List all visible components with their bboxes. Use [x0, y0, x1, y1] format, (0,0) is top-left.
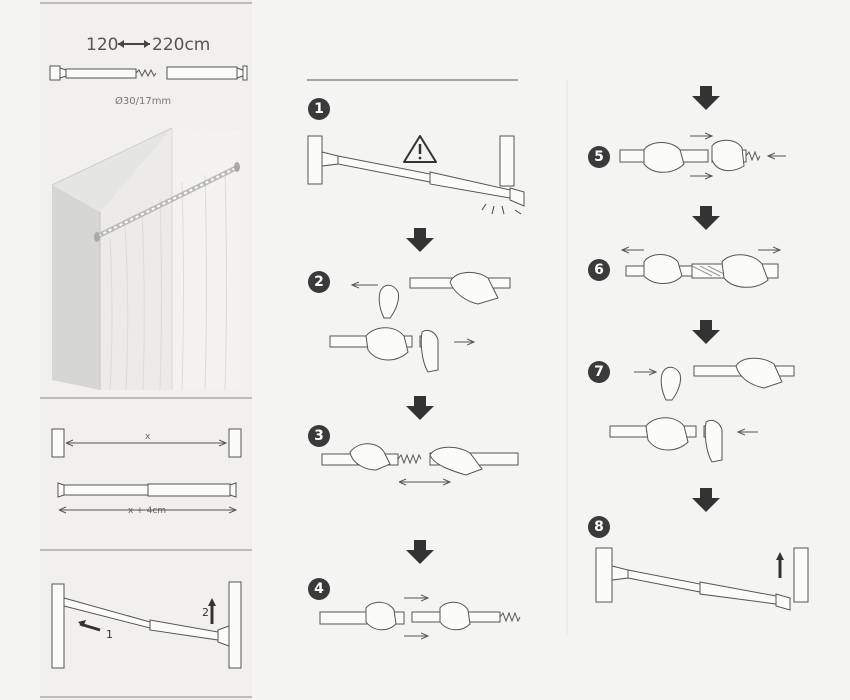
step5-diagram	[619, 136, 786, 176]
length-double-arrow	[118, 40, 150, 48]
hand-icon	[378, 284, 399, 319]
hand-icon	[721, 254, 769, 288]
hand-icon	[439, 601, 471, 631]
hand-icon	[643, 142, 685, 173]
measure-x-label: x	[145, 432, 151, 442]
length-min-label: 120	[86, 35, 119, 55]
step-number-7: 7	[588, 361, 610, 383]
hand-icon	[349, 443, 391, 471]
step2-diagram	[329, 272, 511, 373]
hand-icon	[365, 327, 409, 361]
down-arrow-icon	[406, 228, 434, 252]
step-number-5: 5	[588, 146, 610, 168]
measure-diagram	[51, 428, 242, 510]
warning-triangle-icon	[403, 135, 437, 163]
rod-product-icon	[49, 65, 248, 81]
step-number-1: 1	[308, 98, 330, 120]
spring-icon	[397, 453, 422, 465]
hand-icon	[365, 601, 397, 631]
diameter-label: Ø30/17mm	[115, 96, 172, 107]
mount-arrow1-label: 1	[106, 628, 113, 641]
length-max-label: 220cm	[152, 35, 211, 55]
left-panel-dividers	[40, 2, 252, 698]
hand-icon	[643, 254, 683, 284]
hand-icon	[429, 446, 483, 476]
down-arrow-icon	[692, 206, 720, 230]
down-arrow-icons-right	[692, 86, 720, 512]
hand-icon	[645, 417, 689, 451]
mount-diagram	[51, 581, 242, 669]
hand-icon	[449, 272, 499, 305]
step-number-4: 4	[308, 578, 330, 600]
down-arrow-icon	[692, 86, 720, 110]
hand-icon	[735, 357, 783, 389]
step1-diagram	[307, 135, 525, 215]
hand-icon	[420, 329, 439, 373]
down-arrow-icon	[692, 488, 720, 512]
step7-diagram	[609, 357, 795, 463]
down-arrow-icons-middle	[406, 228, 434, 564]
hand-icon	[711, 139, 745, 171]
mount-arrow2-label: 2	[202, 606, 209, 619]
down-arrow-icon	[692, 320, 720, 344]
step3-diagram	[321, 443, 519, 482]
step-number-3: 3	[308, 425, 330, 447]
hand-icon	[704, 419, 723, 463]
spring-icon	[745, 150, 761, 162]
step-number-6: 6	[588, 259, 610, 281]
step-number-2: 2	[308, 271, 330, 293]
down-arrow-icon	[406, 540, 434, 564]
step4-diagram	[319, 598, 521, 636]
step8-diagram	[595, 547, 809, 611]
shower-room-illustration	[51, 127, 240, 391]
step6-diagram	[622, 250, 780, 288]
hand-icon	[660, 366, 681, 401]
step-number-8: 8	[588, 516, 610, 538]
down-arrow-icon	[406, 396, 434, 420]
spring-icon	[499, 611, 521, 623]
